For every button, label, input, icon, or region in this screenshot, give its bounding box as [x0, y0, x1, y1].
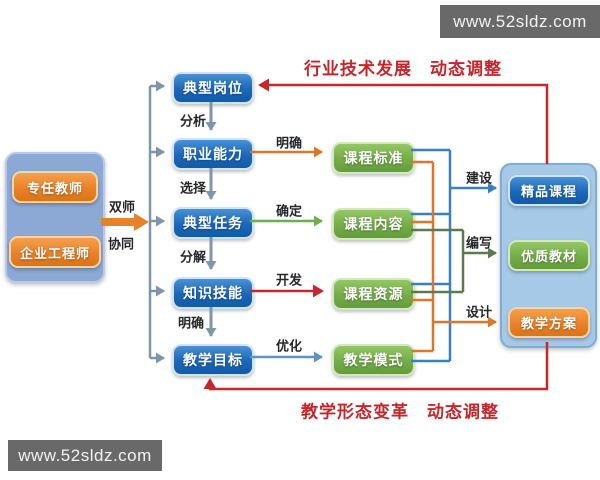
gray-bus-lines	[148, 80, 165, 364]
label-optimize: 优化	[275, 338, 303, 354]
label-decompose: 分解	[179, 249, 207, 265]
label-compile: 编写	[465, 235, 493, 251]
label-analyze: 分析	[179, 113, 207, 129]
label-dual-teacher: 双师	[108, 199, 136, 215]
title-teaching-reform: 教学形态变革 动态调整	[301, 402, 499, 422]
node-fulltime-teacher: 专任教师	[12, 171, 98, 203]
node-teaching-goal: 教学目标	[172, 344, 254, 376]
node-teaching-mode: 教学模式	[332, 344, 415, 376]
title-industry-adjustment: 行业技术发展 动态调整	[304, 59, 502, 79]
node-course-standard: 课程标准	[332, 142, 415, 174]
label-determine: 确定	[275, 203, 303, 219]
node-typical-task: 典型任务	[172, 207, 254, 239]
node-typical-post: 典型岗位	[172, 72, 254, 104]
node-knowledge-skill: 知识技能	[172, 277, 254, 309]
orange-bus	[411, 160, 497, 353]
dual-teacher-arrow-icon	[101, 213, 149, 231]
node-quality-course: 精品课程	[508, 175, 590, 206]
label-clarify-step: 明确	[177, 315, 205, 331]
mapping-arrows	[250, 146, 324, 363]
watermark-bottom-left: www.52sldz.com	[8, 440, 162, 471]
label-design: 设计	[465, 304, 493, 320]
node-quality-textbook: 优质教材	[508, 240, 590, 271]
watermark-top-right: www.52sldz.com	[440, 5, 600, 38]
label-build: 建设	[465, 170, 493, 186]
label-collaboration: 协同	[107, 236, 135, 252]
node-enterprise-engineer: 企业工程师	[9, 236, 101, 268]
label-select: 选择	[179, 180, 207, 196]
label-clarify: 明确	[275, 135, 303, 151]
node-course-resource: 课程资源	[332, 278, 415, 310]
node-professional-ability: 职业能力	[172, 138, 254, 170]
node-teaching-plan: 教学方案	[508, 307, 590, 338]
label-develop: 开发	[275, 272, 303, 288]
node-course-content: 课程内容	[332, 208, 415, 240]
